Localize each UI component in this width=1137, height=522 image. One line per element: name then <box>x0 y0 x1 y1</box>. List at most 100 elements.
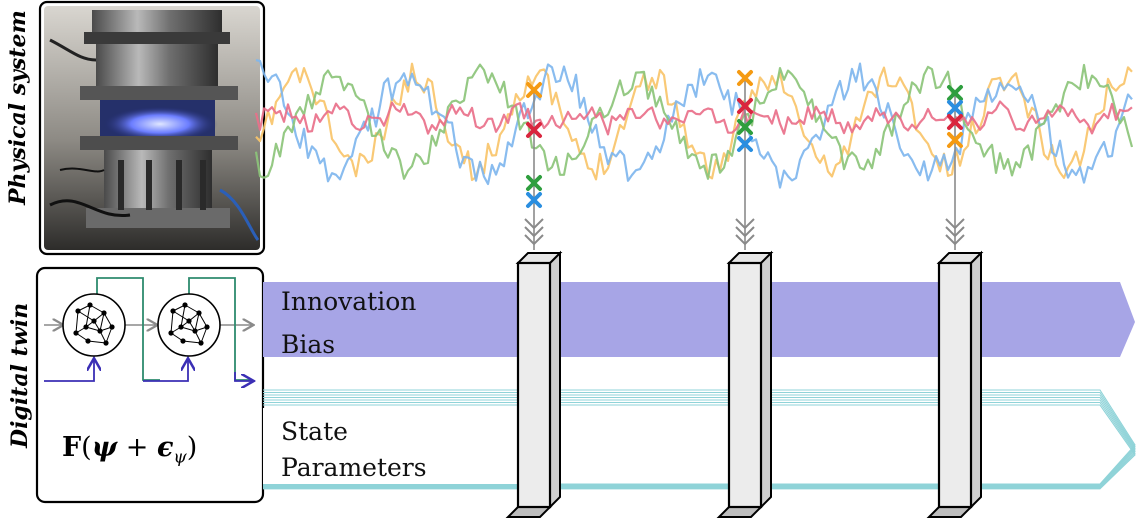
digital-twin-label: Digital twin <box>7 302 33 448</box>
sensor-signals <box>254 59 1134 189</box>
upper-band <box>263 282 1135 357</box>
lower-band-line <box>263 391 1136 486</box>
network-edge <box>87 340 107 344</box>
network-edge <box>105 326 113 344</box>
lower-band-line <box>263 404 1136 490</box>
physical-system-label: Physical system <box>5 10 31 205</box>
block-side <box>760 250 772 510</box>
block-side <box>970 250 982 510</box>
machine-photo <box>38 0 266 256</box>
observation-arrow-head <box>524 226 544 238</box>
marker-blue <box>947 100 963 116</box>
update-block-2 <box>716 250 774 518</box>
network-edge <box>85 304 91 328</box>
model-formula: F(ψ + ϵψ) <box>62 432 197 467</box>
observation-arrow-head <box>735 218 755 230</box>
network-neuron <box>198 340 204 346</box>
marker-blue <box>526 192 542 208</box>
formula-sub: ψ <box>173 447 187 468</box>
block-front <box>937 261 973 509</box>
formula-psi: ψ <box>91 432 118 463</box>
signal-line-2 <box>255 59 1133 189</box>
network-edge <box>75 310 79 334</box>
marker-orange <box>737 70 753 86</box>
marker-blue <box>737 136 753 152</box>
observations-layer <box>524 70 965 250</box>
formula-F: F <box>62 432 82 463</box>
bias-label: Bias <box>281 330 336 359</box>
observation-arrow-head <box>945 218 965 230</box>
marker-red <box>947 114 963 130</box>
block-bottom <box>505 506 553 518</box>
observation-1 <box>524 82 544 250</box>
formula-open: ( <box>81 432 92 463</box>
network-neuron <box>101 310 107 316</box>
innovation-label: Innovation <box>281 287 417 316</box>
network-edge <box>103 312 113 328</box>
network-node-2 <box>157 293 221 357</box>
network-node-1 <box>62 293 126 357</box>
network-neuron <box>103 340 109 346</box>
network-neuron <box>192 328 198 334</box>
block-bottom <box>926 506 974 518</box>
network-neuron <box>83 324 89 330</box>
green-feedback-1 <box>96 277 160 381</box>
marker-orange <box>947 132 963 148</box>
formula-close: ) <box>186 432 198 463</box>
network-edge <box>182 340 202 344</box>
marker-orange <box>526 82 542 98</box>
network-edge <box>198 312 208 328</box>
lower-band-line <box>263 401 1136 489</box>
update-block-1 <box>505 250 563 518</box>
network-circle <box>62 293 126 357</box>
network-edge <box>180 304 186 328</box>
network-neuron <box>178 324 184 330</box>
network-edge <box>77 310 95 322</box>
network-neuron <box>196 310 202 316</box>
digital-twin-panel <box>35 266 265 504</box>
network-neuron <box>180 338 186 344</box>
lower-band-fill <box>263 408 518 484</box>
purple-input-2 <box>143 360 188 382</box>
observation-arrow-head <box>735 226 755 238</box>
observation-2 <box>735 70 755 250</box>
parameters-label: Parameters <box>281 453 427 482</box>
network-edge <box>99 312 105 332</box>
update-block-3 <box>926 250 984 518</box>
lower-band-line <box>263 396 1136 487</box>
block-bottom <box>716 506 764 518</box>
purple-output <box>234 372 252 381</box>
marker-red <box>737 98 753 114</box>
lower-band-line <box>263 399 1136 488</box>
network-edge <box>200 326 208 344</box>
observation-arrow-head <box>945 234 965 246</box>
network-edge <box>184 304 200 314</box>
network-circle <box>157 293 221 357</box>
signal-line-3 <box>254 63 1134 180</box>
network-neuron <box>85 338 91 344</box>
network-edge <box>170 310 174 334</box>
lower-band-line <box>263 394 1136 487</box>
observation-arrow-head <box>524 234 544 246</box>
observation-arrow-head <box>735 234 755 246</box>
network-edge <box>172 310 190 322</box>
network-neuron <box>168 330 174 336</box>
lower-band-line <box>263 389 1136 485</box>
observation-arrow-head <box>524 218 544 230</box>
marker-green <box>526 175 542 191</box>
network-edge <box>194 312 200 332</box>
observation-3 <box>945 85 965 250</box>
network-neuron <box>204 324 210 330</box>
network-neuron <box>186 318 192 324</box>
signal-line-1 <box>255 62 1133 182</box>
observation-arrow-head <box>945 226 965 238</box>
network-edge <box>89 304 105 314</box>
network-neuron <box>73 330 79 336</box>
formula-epsilon: ϵ <box>156 432 174 463</box>
network-neuron <box>87 302 93 308</box>
block-side <box>549 250 561 510</box>
purple-input-1 <box>44 360 94 382</box>
network-neuron <box>91 318 97 324</box>
lower-band <box>263 389 1136 490</box>
